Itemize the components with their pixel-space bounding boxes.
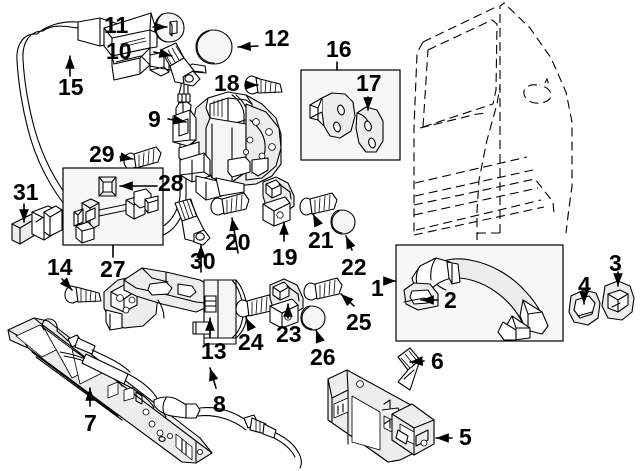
rod-clip-pad: [98, 176, 117, 197]
callout-6: 6: [431, 348, 444, 374]
door-lock-knob-block: [11, 205, 63, 245]
callout-14: 14: [47, 254, 73, 280]
callout-7: 7: [84, 410, 97, 436]
guide-bolt: [174, 198, 211, 246]
callout-24: 24: [238, 329, 264, 355]
handle-end-cap: [403, 282, 439, 311]
callout-27: 27: [100, 256, 126, 282]
round-plug-cap: [195, 29, 233, 65]
callout-4: 4: [578, 272, 591, 298]
callout-22: 22: [341, 254, 367, 280]
callout-13: 13: [201, 338, 227, 364]
callout-2: 2: [444, 287, 457, 313]
callout-11: 11: [104, 12, 129, 38]
callout-17: 17: [356, 70, 382, 96]
callout-30: 30: [190, 248, 216, 274]
callout-23: 23: [276, 321, 302, 347]
callout-31: 31: [13, 179, 39, 205]
callout-21: 21: [308, 227, 334, 253]
callout-28: 28: [158, 170, 184, 196]
hinge-screw: [303, 277, 343, 301]
callout-25: 25: [346, 309, 372, 335]
round-cap-plug: [330, 209, 356, 235]
callout-9: 9: [148, 106, 161, 132]
striker-shim: [355, 106, 384, 153]
round-grommet-cap: [300, 305, 326, 331]
callout-3: 3: [609, 250, 622, 276]
callout-26: 26: [310, 344, 336, 370]
hinge-bolt: [235, 294, 275, 318]
callout-16: 16: [326, 36, 352, 62]
callout-29: 29: [89, 141, 115, 167]
door-sill-trim-panel: [7, 317, 213, 464]
window-regulator-guide: [103, 267, 248, 345]
check-arm-bracket: [262, 176, 295, 227]
callout-18: 18: [214, 70, 240, 96]
bracket-screw: [299, 192, 338, 216]
callout-12: 12: [264, 25, 290, 51]
callout-19: 19: [272, 244, 298, 270]
handle-base-bracket: [327, 369, 435, 463]
striker-assembly: [309, 92, 356, 139]
callout-20: 20: [225, 229, 251, 255]
lock-rod-assembly: [73, 188, 159, 244]
latch-screw-lower: [210, 192, 250, 216]
callout-5: 5: [459, 424, 472, 450]
vehicle-door-shell-outline: [413, 2, 573, 241]
callout-15: 15: [58, 74, 84, 100]
handle-bezel-right: [601, 280, 635, 321]
handle-base-screw: [397, 347, 421, 391]
callout-10: 10: [106, 38, 132, 64]
leader-lines: [19, 22, 623, 443]
callout-1: 1: [371, 275, 384, 301]
latch-release-cable: [41, 318, 302, 469]
callout-8: 8: [213, 391, 226, 417]
